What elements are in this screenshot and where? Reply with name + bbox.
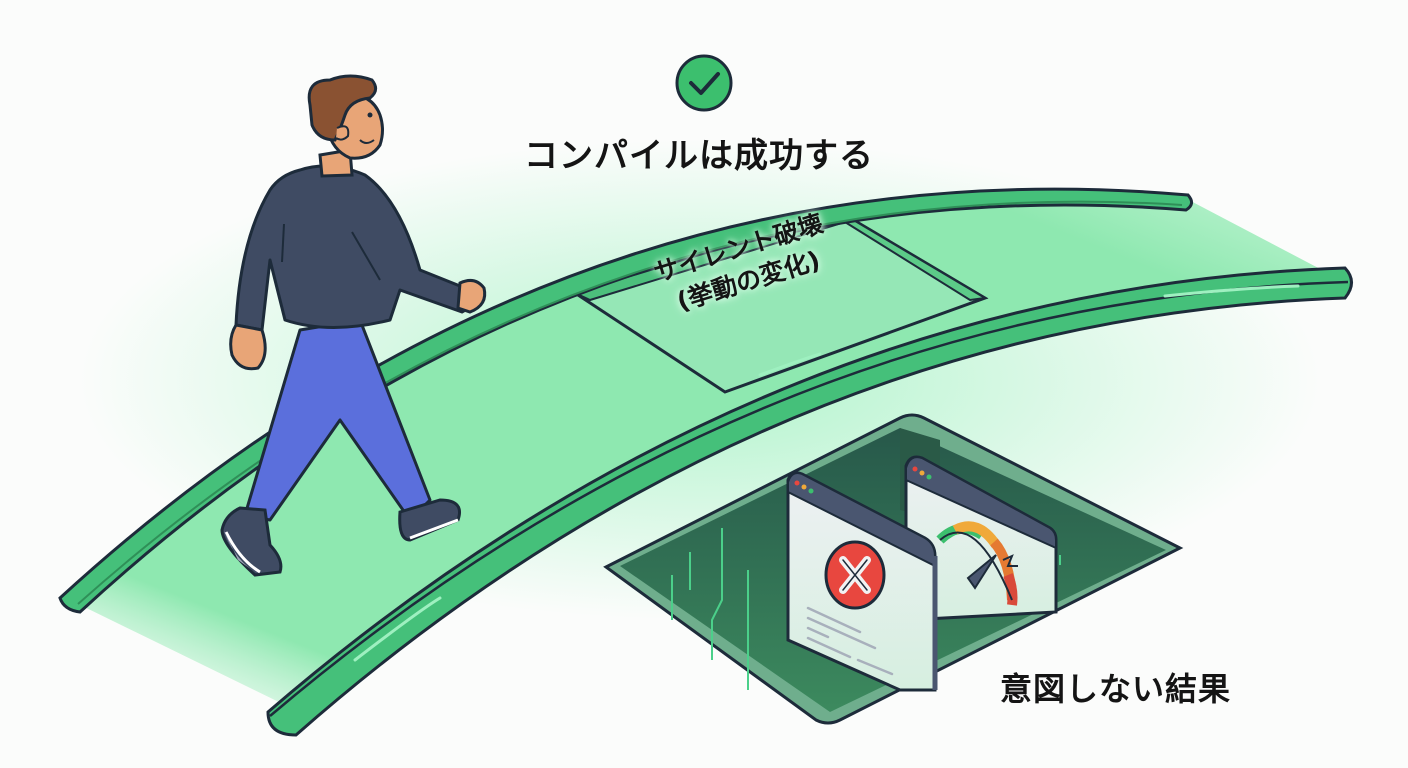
hand-front — [456, 278, 487, 314]
hand-back — [229, 323, 267, 371]
back-rail — [58, 187, 1193, 614]
x-circle-icon — [824, 540, 886, 610]
speedometer-icon — [936, 521, 1018, 606]
unintended-result-label: 意図しない結果 — [1000, 670, 1232, 708]
bridge — [58, 187, 1353, 737]
front-rail — [266, 266, 1353, 737]
text-lines — [806, 606, 894, 676]
performance-card — [904, 455, 1058, 622]
hair — [307, 74, 377, 142]
compile-success-label: コンパイルは成功する — [524, 136, 874, 176]
error-card — [786, 471, 938, 692]
check-circle-icon — [675, 54, 733, 112]
rail-highlight — [1163, 284, 1300, 298]
walking-person — [220, 74, 487, 577]
